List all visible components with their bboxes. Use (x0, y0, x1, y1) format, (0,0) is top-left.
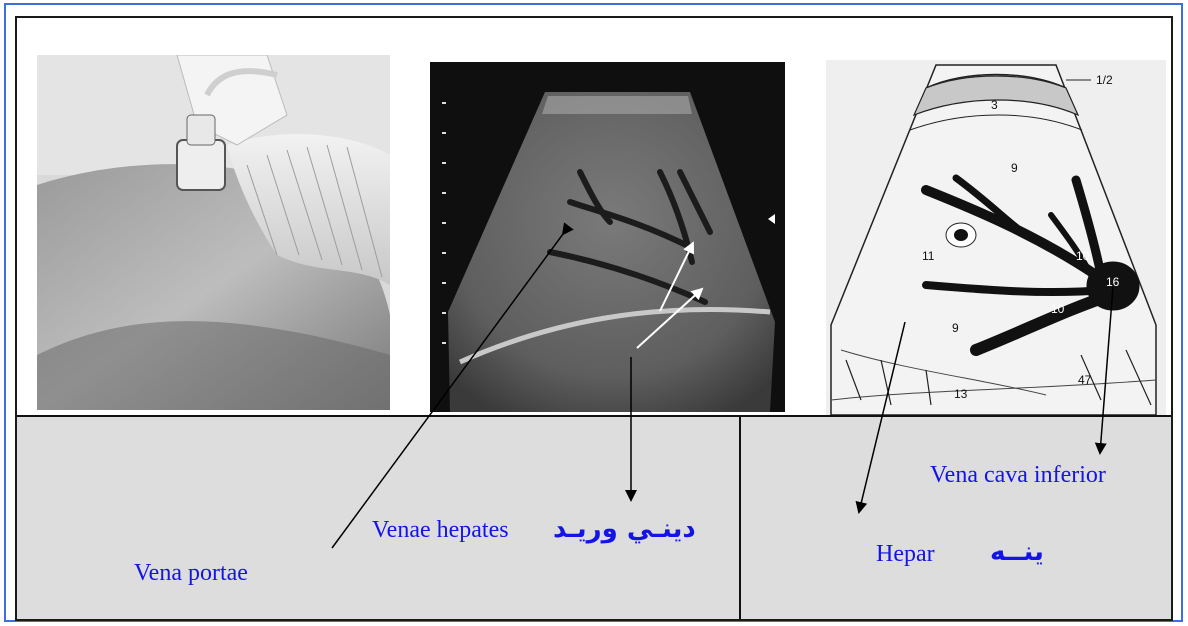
label-venae-hepates: Venae hepates (372, 517, 509, 544)
label-hepar: Hepar (876, 541, 935, 568)
label-hepar-arabic: ينــه (990, 537, 1044, 567)
arrow-vena-cava-inferior (1100, 287, 1113, 453)
arrow-hepatic-vein-white-2 (637, 289, 702, 348)
arrow-vena-portae (332, 234, 563, 548)
label-vena-portae: Vena portae (134, 560, 248, 587)
label-vena-cava-inferior: Vena cava inferior (930, 462, 1106, 489)
label-venae-hepates-arabic: دينـي وريـد (553, 514, 696, 544)
arrow-hepar (859, 322, 905, 512)
